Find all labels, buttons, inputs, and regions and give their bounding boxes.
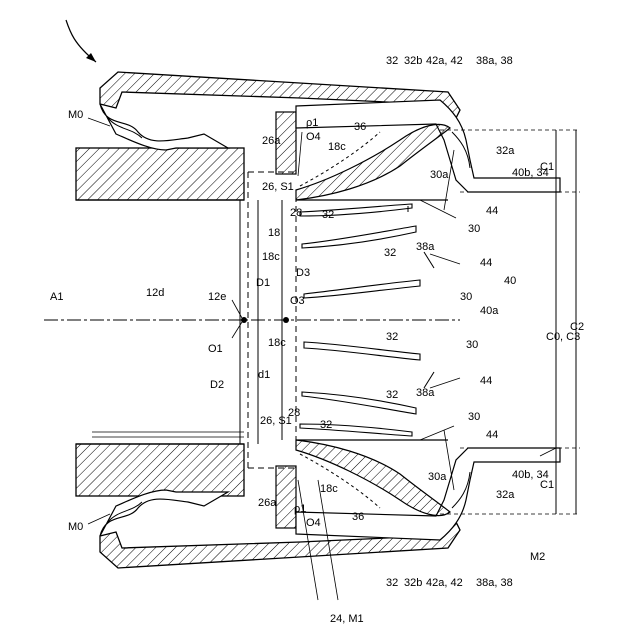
label-26a-top: 26a <box>262 135 281 147</box>
label-32b-top: 32b <box>404 55 422 67</box>
label-d1: D1 <box>256 277 270 289</box>
label-a1: A1 <box>50 291 63 303</box>
label-32-a: 32 <box>386 55 398 67</box>
label-18: 18 <box>268 227 280 239</box>
label-30-1: 30 <box>468 223 480 235</box>
label-c2: C2 <box>570 321 584 333</box>
label-44-1: 44 <box>486 205 498 217</box>
label-m0-top: M0 <box>68 109 83 121</box>
label-30a-top: 30a <box>430 169 449 181</box>
label-o4-bottom: O4 <box>306 517 321 529</box>
label-12e: 12e <box>208 291 226 303</box>
label-d2: D2 <box>210 379 224 391</box>
label-30-3: 30 <box>466 339 478 351</box>
label-26a-bottom: 26a <box>258 497 277 509</box>
label-30a-bottom: 30a <box>428 471 447 483</box>
label-d1-small: d1 <box>258 369 270 381</box>
label-36-top: 36 <box>354 121 366 133</box>
label-rho-top: ρ1 <box>306 117 318 129</box>
label-32a-bottom: 32a <box>496 489 515 501</box>
label-32b-bottom: 32b <box>404 577 422 589</box>
label-32-d: 32 <box>386 331 398 343</box>
label-12d: 12d <box>146 287 164 299</box>
label-m0-bottom: M0 <box>68 521 83 533</box>
label-d3: D3 <box>296 267 310 279</box>
label-18c-top: 18c <box>328 141 346 153</box>
pipe-12d <box>76 148 244 496</box>
label-40a: 40a <box>480 305 499 317</box>
label-m1: 24, M1 <box>330 613 364 625</box>
label-o3: O3 <box>290 295 305 307</box>
label-30-4: 30 <box>468 411 480 423</box>
label-m2: M2 <box>530 551 545 563</box>
label-32-b: 32 <box>322 209 334 221</box>
label-18c-bottom: 18c <box>320 483 338 495</box>
label-18c-left: 18c <box>262 251 280 263</box>
label-44-4: 44 <box>486 429 498 441</box>
label-18c-mid: 18c <box>268 337 286 349</box>
label-40: 40 <box>504 275 516 287</box>
valve-lip-bottom <box>296 440 450 516</box>
label-32-e: 32 <box>386 389 398 401</box>
axis-a1 <box>44 317 460 323</box>
point-o3 <box>283 317 289 323</box>
label-44-2: 44 <box>480 257 492 269</box>
reference-arrow-1 <box>66 20 96 62</box>
label-c1-top: C1 <box>540 161 554 173</box>
label-38a-top: 38a, 38 <box>476 55 513 67</box>
label-32-g: 32 <box>386 577 398 589</box>
label-38a-2: 38a <box>416 387 435 399</box>
label-44-3: 44 <box>480 375 492 387</box>
label-o4-top: O4 <box>306 131 321 143</box>
label-c1-bottom: C1 <box>540 479 554 491</box>
label-36-bottom: 36 <box>352 511 364 523</box>
label-30-2: 30 <box>460 291 472 303</box>
label-38a-bottom: 38a, 38 <box>476 577 513 589</box>
label-o1: O1 <box>208 343 223 355</box>
label-32-c: 32 <box>384 247 396 259</box>
label-26s1-bottom: 26, S1 <box>260 415 292 427</box>
label-26s1-top: 26, S1 <box>262 181 294 193</box>
label-42a-bottom: 42a, 42 <box>426 577 463 589</box>
label-32-f: 32 <box>320 419 332 431</box>
label-42a-top: 42a, 42 <box>426 55 463 67</box>
label-32a-top: 32a <box>496 145 515 157</box>
label-28-top: 28 <box>290 207 302 219</box>
label-rho-bottom: ρ1 <box>294 503 306 515</box>
label-38a-1: 38a <box>416 241 435 253</box>
